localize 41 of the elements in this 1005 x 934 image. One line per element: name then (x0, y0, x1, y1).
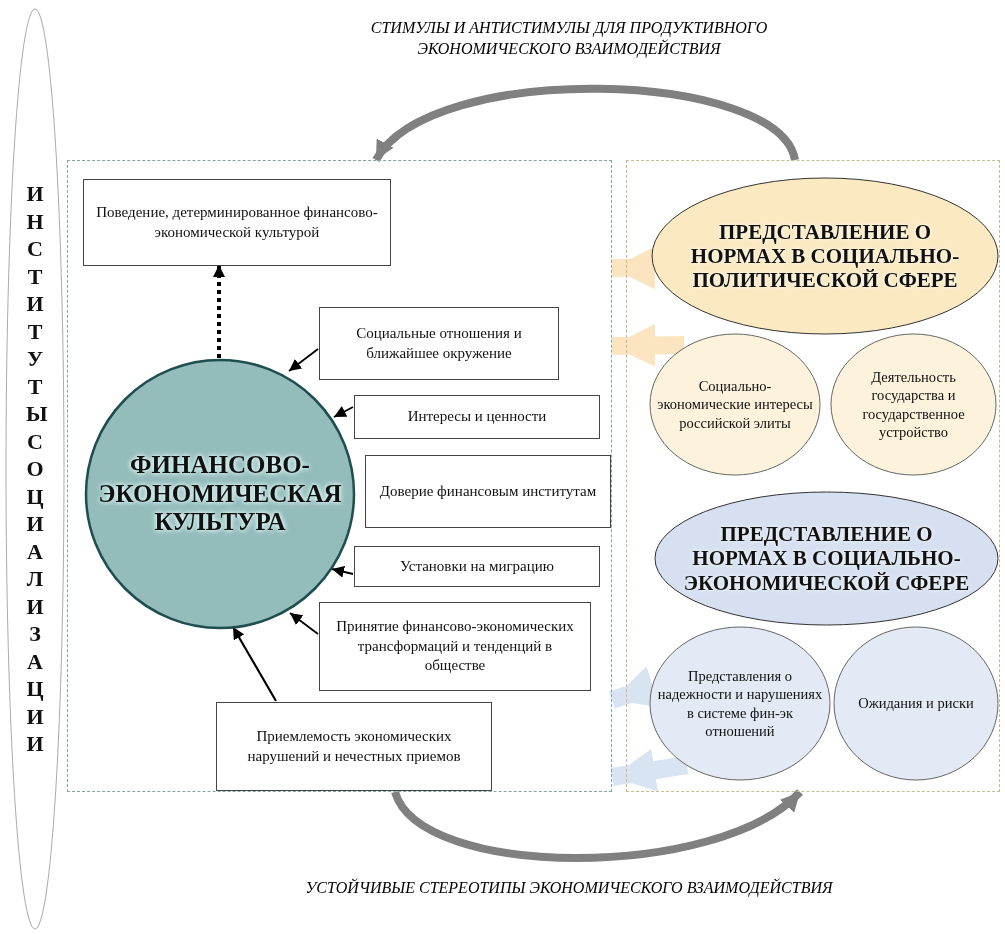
node-label: Приемлемость экономических нарушений и нечестных приемов (246, 727, 462, 766)
process-box (354, 395, 600, 439)
node-label: Поведение, детерминированное финансово-экономической культурой (95, 203, 379, 242)
arrow (331, 565, 354, 578)
node-label: ПРЕДСТАВЛЕНИЕ О НОРМАХ В СОЦИАЛЬНО-ЭКОНОМИЧЕСКОЙ СФЕРЕ (682, 522, 971, 595)
node-label: Социальные отношения и ближайшее окружение (355, 324, 523, 363)
node-label: Социально-экономические интересы российской элиты (656, 377, 814, 432)
side-band (5, 8, 65, 930)
arrow (333, 406, 354, 418)
process-box (354, 546, 600, 587)
circle-node (649, 333, 821, 476)
process-box (319, 307, 559, 380)
circle-node (830, 333, 997, 476)
arrow (612, 246, 656, 290)
ellipse-node (651, 177, 999, 335)
arrow (372, 84, 799, 163)
node-label: Ожидания и риски (857, 694, 975, 713)
process-box (319, 602, 591, 691)
arrow (232, 626, 277, 702)
process-box (83, 179, 391, 266)
arrow (213, 265, 225, 358)
arrow (611, 323, 685, 367)
dashed-panel (67, 160, 612, 792)
node-label: Доверие финансовым институтам (378, 481, 598, 501)
process-box (216, 702, 492, 791)
node-label: Деятельность государства и государственное устройство (861, 368, 966, 441)
process-box (365, 455, 611, 528)
circle-node (833, 626, 999, 781)
node-label: ФИНАНСОВО-ЭКОНОМИЧЕСКАЯ КУЛЬТУРА (97, 450, 343, 538)
arrow (610, 748, 689, 792)
dashed-panel (626, 160, 1000, 792)
node-label: Интересы и ценности (406, 407, 548, 427)
node-label: Установки на миграцию (398, 556, 556, 576)
arrow (289, 612, 319, 635)
ellipse-node (654, 491, 999, 626)
node-label: Представления о надежности и нарушениях в системе фин-эк отношений (656, 667, 824, 740)
node-label: ПРЕДСТАВЛЕНИЕ О НОРМАХ В СОЦИАЛЬНО-ПОЛИТИЧЕСКОЙ СФЕРЕ (689, 219, 961, 293)
arrow (288, 348, 319, 372)
circle-node (649, 626, 831, 781)
node-label: Принятие финансово-экономических трансформаций и тенденций в обществе (335, 617, 575, 676)
arrow (391, 788, 803, 862)
